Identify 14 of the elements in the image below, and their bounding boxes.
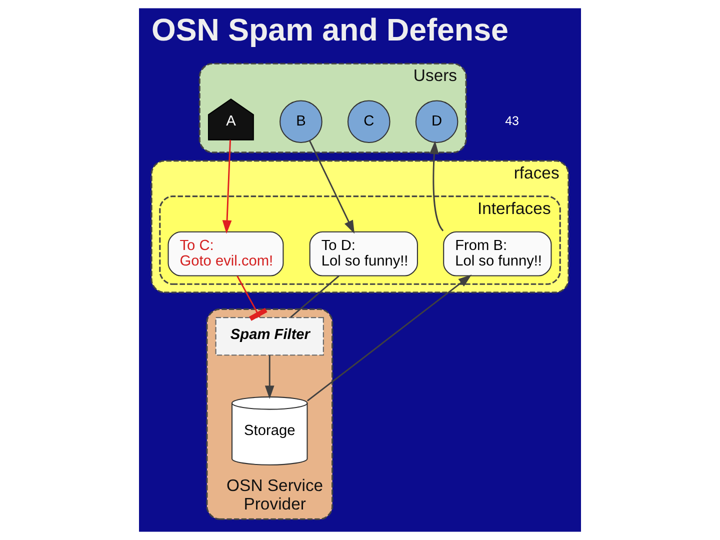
arrow — [264, 355, 274, 399]
node-circle: C — [347, 100, 390, 144]
arrow — [222, 140, 232, 234]
node-box: From B: Lol so funny!! — [443, 231, 552, 276]
arrow — [306, 274, 472, 402]
label: 43 — [505, 114, 519, 128]
node-circle: D — [415, 100, 458, 144]
node-box: To D: Lol so funny!! — [309, 231, 418, 276]
node-box: To C: Goto evil.com! — [168, 231, 284, 276]
connector — [290, 275, 340, 318]
node-circle: B — [280, 100, 322, 144]
diagram-title: OSN Spam and Defense — [152, 12, 508, 48]
arrow — [430, 140, 444, 232]
node-box: Spam Filter — [215, 317, 324, 356]
